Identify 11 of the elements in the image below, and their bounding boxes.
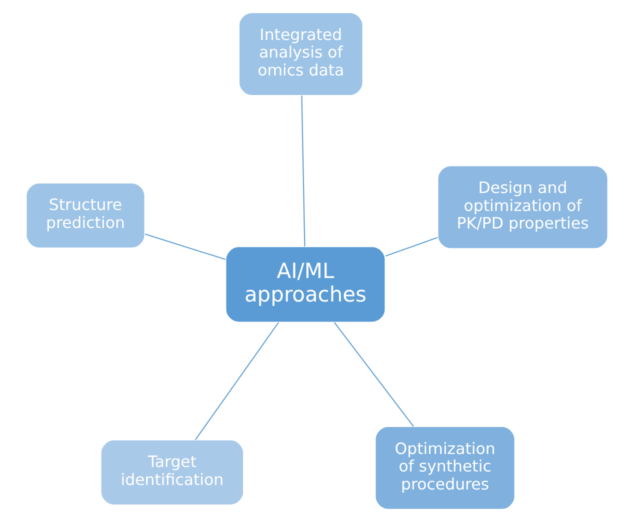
node-box: AI/ML approaches: [224, 246, 386, 323]
connector: [333, 322, 414, 427]
node-box: Structure prediction: [25, 182, 145, 249]
node-box: Target identification: [100, 439, 244, 506]
node-box: Integrated analysis of omics data: [238, 12, 363, 96]
connector: [144, 234, 226, 260]
node-box: Design and optimization of PK/PD properties: [436, 165, 608, 250]
connector: [300, 96, 305, 246]
node-box: Optimization of synthetic procedures: [374, 426, 515, 510]
connector: [384, 237, 438, 257]
connector: [194, 322, 278, 440]
